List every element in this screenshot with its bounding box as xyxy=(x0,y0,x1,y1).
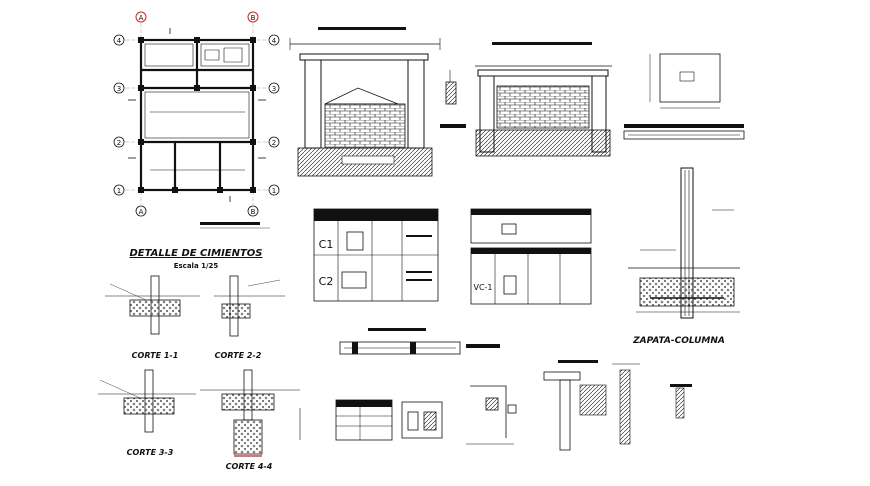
section-4-4: CORTE 4-4 xyxy=(200,369,301,471)
axis-letter: A xyxy=(139,208,144,216)
axis-number: 4 xyxy=(272,37,277,45)
axis-number: 4 xyxy=(117,37,122,45)
axis-number: 2 xyxy=(117,139,121,147)
axis-number: 1 xyxy=(117,187,121,195)
column-detail-small xyxy=(440,70,466,128)
floor-plan: A B A B 4 3 2 1 4 3 2 1 xyxy=(113,11,280,229)
stirrup-detail xyxy=(401,401,443,439)
column-schedule-table: C1 C2 xyxy=(313,208,439,302)
slab-plan-detail xyxy=(623,53,745,140)
section-2-2: CORTE 2-2 xyxy=(214,275,285,360)
section-1-1: CORTE 1-1 xyxy=(105,275,200,360)
axis-letter: A xyxy=(139,14,144,22)
section-3-3: CORTE 3-3 xyxy=(98,369,196,457)
axis-number: 1 xyxy=(272,187,276,195)
axis-bubble-b-bottom: B xyxy=(247,205,259,217)
section-label-4-4: CORTE 4-4 xyxy=(226,462,273,471)
footing-column-detail: ZAPATA-COLUMNA xyxy=(628,167,740,346)
axis-bubble-b-top: B xyxy=(247,11,259,23)
section-label-2-2: CORTE 2-2 xyxy=(215,351,262,360)
axis-bubble-a-bottom: A xyxy=(135,205,147,217)
footing-column-title: ZAPATA-COLUMNA xyxy=(632,336,725,346)
column-type-c2: C2 xyxy=(319,275,334,288)
beam-longitudinal-detail xyxy=(339,328,500,355)
axis-bubble-2-left: 2 xyxy=(113,136,125,148)
low-window-wall-detail xyxy=(289,27,441,177)
axis-number: 3 xyxy=(117,85,121,93)
section-label-3-3: CORTE 3-3 xyxy=(127,448,174,457)
reinforcement-schedule-small xyxy=(335,399,393,441)
axis-number: 2 xyxy=(272,139,276,147)
foundation-detail-heading: DETALLE DE CIMIENTOS Escala 1/25 xyxy=(129,248,262,270)
axis-bubble-4-left: 4 xyxy=(113,34,125,46)
axis-bubble-1-left: 1 xyxy=(113,184,125,196)
axis-bubble-2-right: 2 xyxy=(268,136,280,148)
column-type-c1: C1 xyxy=(319,238,334,251)
high-window-wall-detail xyxy=(475,42,612,157)
beam-schedule-table: VC-1 xyxy=(470,208,592,305)
axis-bubble-1-right: 1 xyxy=(268,184,280,196)
foundation-detail-scale: Escala 1/25 xyxy=(174,262,219,270)
corner-joint-detail xyxy=(466,385,517,445)
section-label-1-1: CORTE 1-1 xyxy=(132,351,179,360)
axis-bubble-4-right: 4 xyxy=(268,34,280,46)
axis-bubble-a-top: A xyxy=(135,11,147,23)
axis-letter: B xyxy=(251,208,256,216)
axis-letter: B xyxy=(251,14,256,22)
plan-scale-bar xyxy=(200,222,270,229)
foundation-detail-title: DETALLE DE CIMIENTOS xyxy=(129,248,262,259)
beam-type-vc1: VC-1 xyxy=(473,283,492,292)
axis-number: 3 xyxy=(272,85,276,93)
beam-detail-group xyxy=(543,360,692,451)
axis-bubble-3-left: 3 xyxy=(113,82,125,94)
axis-bubble-3-right: 3 xyxy=(268,82,280,94)
